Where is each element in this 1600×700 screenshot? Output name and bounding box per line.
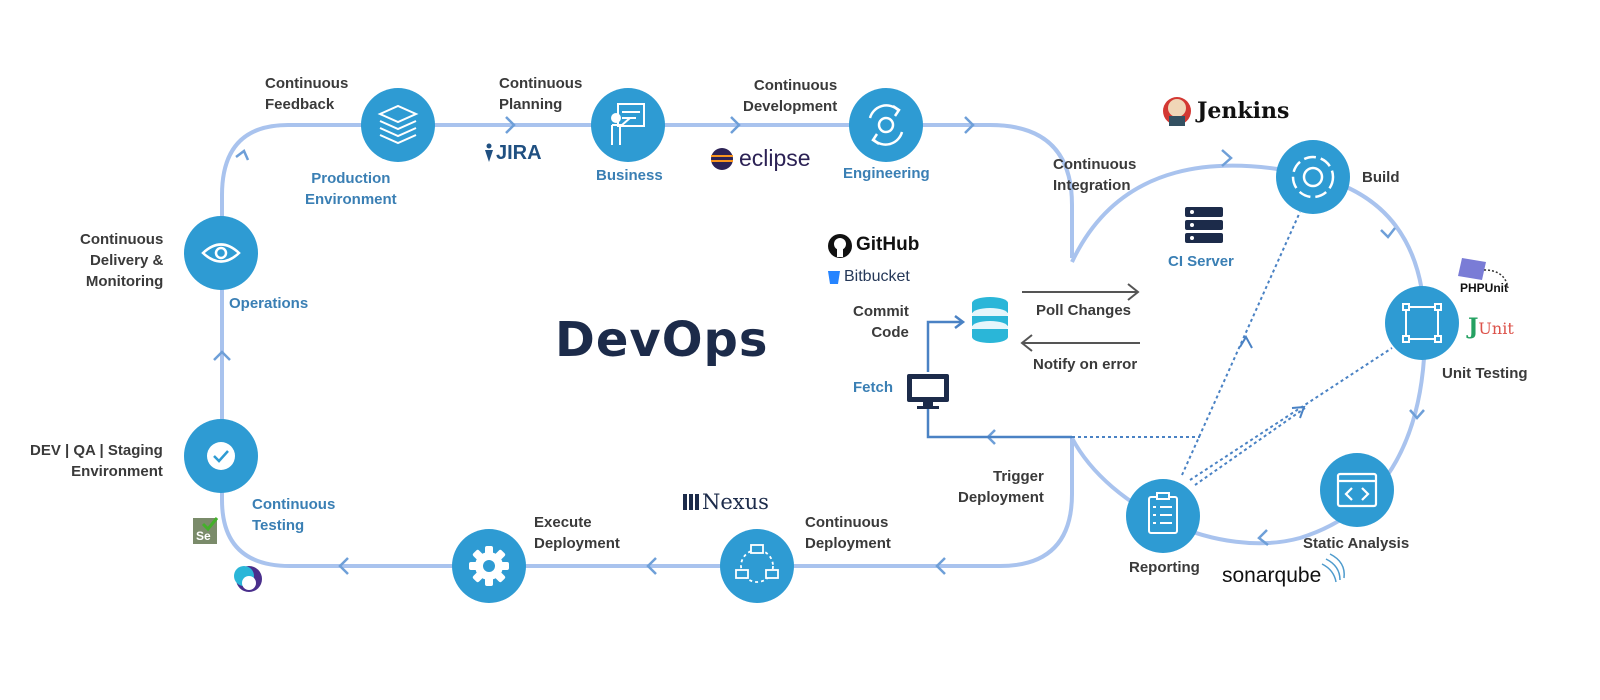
diagram-title: DevOps — [555, 312, 769, 368]
label-fetch: Fetch — [853, 379, 894, 396]
nexus-logo-text: Nexus — [702, 490, 769, 514]
node-execute-deployment — [452, 529, 526, 603]
sonarqube-waves-icon — [1321, 553, 1345, 583]
arrow-icon — [935, 557, 946, 575]
label-production-environment: Production Environment — [305, 170, 397, 208]
label-poll-changes: Poll Changes — [1036, 302, 1132, 319]
eclipse-logo-icon — [711, 148, 733, 170]
arrow-icon — [1020, 334, 1033, 352]
jira-logo-icon — [485, 143, 493, 162]
label-build: Build — [1362, 169, 1400, 186]
junit-logo: JUnit — [1468, 314, 1514, 340]
nexus-logo-icon — [683, 494, 699, 510]
github-logo-icon — [828, 234, 852, 258]
phpunit-logo-icon — [1458, 258, 1509, 289]
arrow-icon — [505, 116, 516, 134]
code-window-icon — [1336, 472, 1378, 508]
arrow-icon — [1409, 409, 1425, 420]
node-continuous-deployment — [720, 529, 794, 603]
eclipse-logo-text: eclipse — [739, 145, 811, 171]
arrow-icon — [730, 116, 741, 134]
database-icon — [972, 297, 1008, 343]
label-continuous-planning: Continuous Planning — [499, 75, 583, 113]
label-unit-testing: Unit Testing — [1442, 365, 1528, 382]
deploy-cycle-icon — [735, 544, 779, 583]
label-notify-on-error: Notify on error — [1033, 356, 1138, 373]
node-production — [361, 88, 435, 162]
arrow-icon — [1221, 149, 1233, 167]
label-business: Business — [596, 167, 663, 184]
bitbucket-logo-text: Bitbucket — [844, 268, 910, 285]
github-logo-text: GitHub — [856, 234, 920, 255]
layers-icon — [377, 104, 419, 145]
selenium-logo-icon — [193, 517, 219, 544]
fetch-connector — [926, 404, 1072, 439]
label-continuous-delivery-monitoring: Continuous Delivery & Monitoring — [80, 231, 164, 290]
presenter-icon — [611, 103, 645, 145]
sonarqube-logo-text: sonarqube — [1222, 564, 1322, 587]
build-gear-icon — [1291, 155, 1335, 199]
label-continuous-deployment: Continuous Deployment — [805, 514, 891, 552]
clipboard-icon — [1148, 492, 1178, 534]
arrow-icon — [964, 116, 975, 134]
loop-arrows — [213, 116, 1425, 575]
phpunit-logo-text: PHPUnit — [1460, 281, 1508, 295]
arrow-icon — [1291, 405, 1306, 419]
arrow-icon — [1380, 227, 1396, 239]
node-staging — [184, 419, 258, 493]
label-continuous-development: Continuous Development — [743, 77, 838, 115]
jenkins-logo-text: Jenkins — [1197, 98, 1290, 124]
arrow-icon — [338, 557, 349, 575]
arrow-icon — [1239, 334, 1253, 349]
junit-logo-j: J — [1468, 314, 1479, 340]
label-dev-qa-staging: DEV | QA | Staging Environment — [30, 442, 163, 480]
label-commit-code: Commit Code — [853, 303, 909, 341]
node-operations — [184, 216, 258, 290]
check-circle-icon — [207, 442, 235, 470]
node-unit-testing — [1385, 286, 1459, 360]
label-static-analysis: Static Analysis — [1303, 535, 1410, 552]
label-continuous-feedback: Continuous Feedback — [265, 75, 349, 113]
label-continuous-integration: Continuous Integration — [1053, 156, 1137, 194]
jira-logo-text: JIRA — [496, 142, 542, 164]
arrow-icon — [235, 149, 250, 161]
arrow-icon — [646, 557, 657, 575]
server-icon — [1185, 207, 1223, 243]
gear-cycle-icon — [868, 104, 904, 146]
node-engineering — [849, 88, 923, 162]
selenium-logo-text: Se — [196, 529, 211, 543]
arrow-icon — [213, 350, 231, 361]
bitbucket-logo-icon — [828, 271, 840, 284]
jenkins-logo-icon — [1163, 97, 1191, 126]
label-reporting: Reporting — [1129, 559, 1200, 576]
label-operations: Operations — [229, 295, 309, 312]
label-continuous-testing: Continuous Testing — [252, 496, 336, 534]
node-static-analysis — [1320, 453, 1394, 527]
node-business — [591, 88, 665, 162]
label-ci-server: CI Server — [1168, 253, 1234, 270]
node-build — [1276, 140, 1350, 214]
junit-logo-unit: Unit — [1478, 319, 1514, 338]
arrow-icon — [1127, 283, 1140, 301]
devops-loop-path — [220, 123, 1074, 568]
arrow-icon — [1257, 529, 1269, 546]
arrow-icon — [954, 315, 966, 329]
label-execute-deployment: Execute Deployment — [534, 514, 620, 552]
monitor-icon — [907, 374, 949, 409]
node-reporting — [1126, 479, 1200, 553]
gear-icon — [469, 546, 509, 586]
commit-connector — [926, 320, 962, 372]
testing-tool-logo-icon — [234, 566, 262, 592]
unit-square-icon — [1402, 303, 1442, 343]
eye-icon — [201, 243, 241, 263]
label-trigger-deployment: Trigger Deployment — [958, 468, 1044, 506]
label-engineering: Engineering — [843, 165, 930, 182]
